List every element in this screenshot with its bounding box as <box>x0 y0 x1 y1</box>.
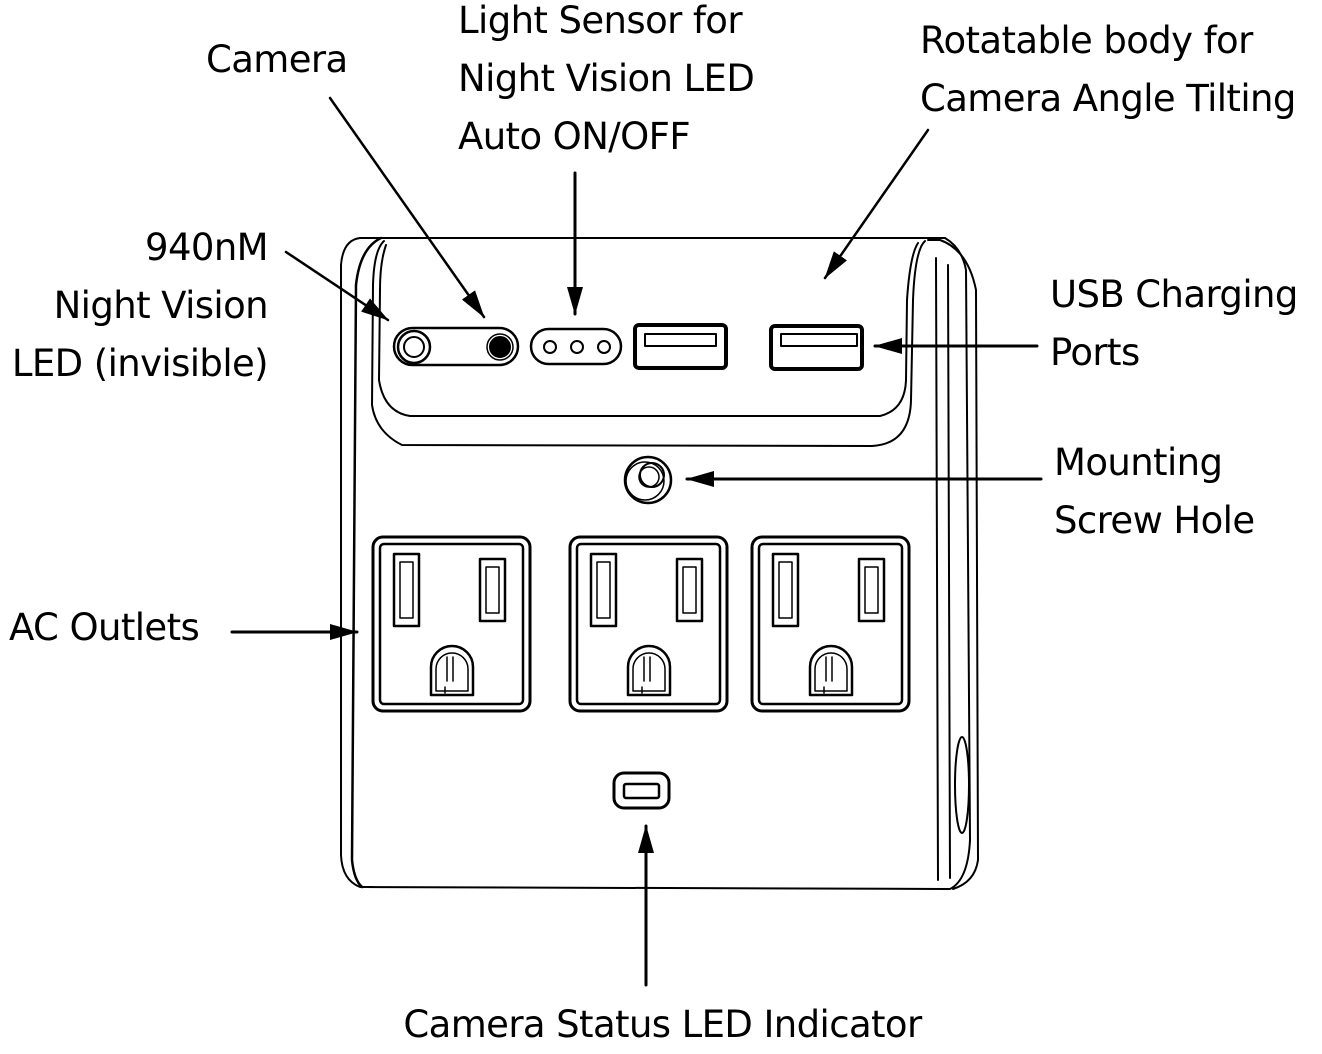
label-line: Auto ON/OFF <box>458 115 691 158</box>
label-line: Screw Hole <box>1054 499 1255 542</box>
side-reset-button <box>954 736 970 834</box>
body-main-face <box>361 237 946 890</box>
arrow-night-vision-led <box>284 250 390 322</box>
outlet-face <box>378 542 525 706</box>
label-usb-ports: USB Charging Ports <box>1050 266 1298 382</box>
ac-outlet-1 <box>371 535 532 713</box>
outlet-hot-slot-inner <box>485 566 500 614</box>
arrow-camera <box>328 96 486 319</box>
camera-lens-ring <box>486 333 514 361</box>
light-sensor <box>529 327 623 366</box>
label-line: Mounting <box>1054 441 1223 484</box>
label-line: AC Outlets <box>9 606 200 649</box>
label-line: Light Sensor for <box>458 0 743 42</box>
outlet-ground-hole-inner <box>632 652 666 692</box>
sensor-dot-2 <box>570 340 584 354</box>
ac-outlets-group <box>371 535 911 713</box>
outlet-hot-slot-inner <box>864 566 879 614</box>
usb-port-2 <box>769 324 864 371</box>
outlet-ground-hole <box>626 644 672 697</box>
camera-led-capsule <box>392 326 520 367</box>
outlet-ground-contact <box>444 656 454 694</box>
outlet-ground-hole <box>808 644 854 697</box>
ac-outlet-3 <box>750 535 911 713</box>
label-night-vision-led: 940nM Night Vision LED (invisible) <box>11 219 269 393</box>
outlet-neutral-slot-inner <box>596 561 611 619</box>
mounting-screw-icon <box>623 455 673 505</box>
label-line: Night Vision LED <box>458 57 755 100</box>
label-line: Camera Status LED Indicator <box>403 1003 922 1046</box>
night-vision-led-ring <box>396 329 432 365</box>
night-vision-led-icon <box>403 336 425 358</box>
ac-outlet-2 <box>568 535 729 713</box>
outlet-neutral-slot-inner <box>399 561 414 619</box>
outlet-neutral-slot-inner <box>778 561 793 619</box>
outlet-ground-hole-inner <box>435 652 469 692</box>
outlet-hot-slot <box>857 557 886 623</box>
label-line: Ports <box>1050 331 1140 374</box>
sensor-dot-3 <box>597 340 611 354</box>
outlet-neutral-slot <box>392 552 421 628</box>
label-line: Camera Angle Tilting <box>920 77 1296 120</box>
outlet-frame <box>371 535 532 713</box>
usb-port-1 <box>633 323 728 370</box>
label-rotatable-body: Rotatable body for Camera Angle Tilting <box>920 12 1296 128</box>
outlet-ground-hole-inner <box>814 652 848 692</box>
label-line: LED (invisible) <box>11 342 269 385</box>
label-line: Camera <box>206 38 348 81</box>
outlet-hot-slot <box>478 557 507 623</box>
outlet-ground-contact <box>823 656 833 694</box>
arrow-rotatable-body <box>823 128 930 280</box>
outlet-ground-hole <box>429 644 475 697</box>
outlet-neutral-slot <box>771 552 800 628</box>
label-light-sensor: Light Sensor for Night Vision LED Auto O… <box>458 0 755 166</box>
body-right-edge <box>914 237 979 890</box>
label-line: 940nM <box>145 226 269 269</box>
sensor-dot-1 <box>543 340 557 354</box>
label-line: Night Vision <box>53 284 269 327</box>
label-line: Rotatable body for <box>920 19 1253 62</box>
label-line: USB Charging <box>1050 273 1298 316</box>
label-status-led: Camera Status LED Indicator <box>380 996 945 1054</box>
outlet-frame <box>750 535 911 713</box>
label-mounting-screw: Mounting Screw Hole <box>1054 434 1255 550</box>
body-left-edge <box>340 236 383 889</box>
outlet-ground-contact <box>641 656 651 694</box>
label-camera: Camera <box>206 31 348 89</box>
outlet-frame <box>568 535 729 713</box>
leader-lines <box>230 96 1043 987</box>
status-led-icon <box>612 771 671 810</box>
outlet-face <box>575 542 722 706</box>
outlet-hot-slot <box>675 557 704 623</box>
outlet-neutral-slot <box>589 552 618 628</box>
outlet-hot-slot-inner <box>682 566 697 614</box>
label-ac-outlets: AC Outlets <box>9 599 200 657</box>
outlet-face <box>757 542 904 706</box>
rotatable-camera-module <box>371 240 926 447</box>
camera-lens-icon <box>489 336 511 358</box>
